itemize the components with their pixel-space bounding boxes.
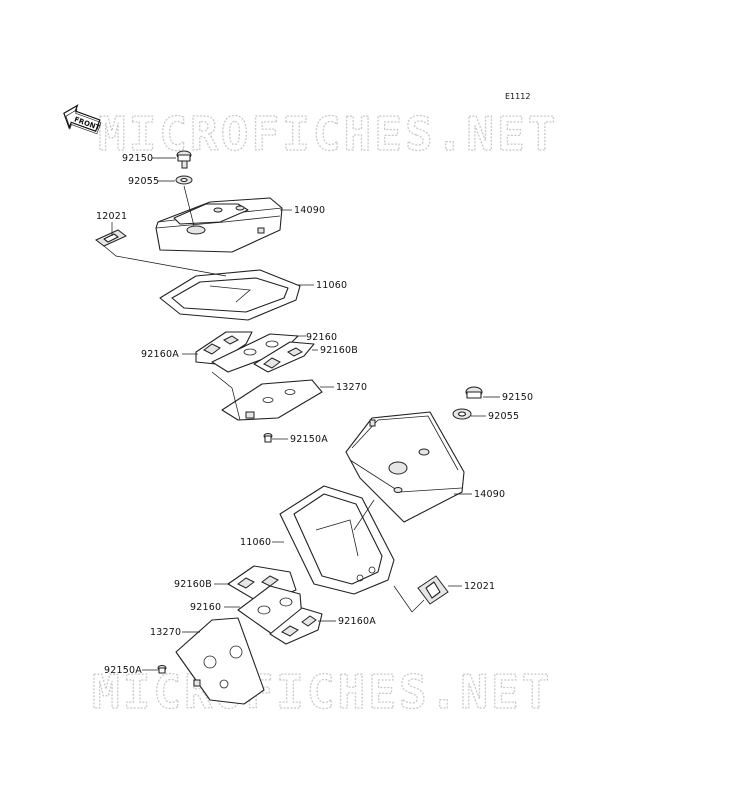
label-92150-right: 92150 (502, 392, 533, 403)
label-13270-bottom: 13270 (150, 627, 181, 638)
seal-92160B-top (253, 341, 315, 373)
label-92150A-top: 92150A (290, 434, 328, 445)
cover-14090-right (345, 411, 465, 523)
gasket-11060-bottom (279, 485, 395, 595)
plate-13270-top (221, 379, 323, 421)
cover-14090-top (155, 197, 283, 253)
grommet-12021-bottom (417, 575, 449, 605)
label-14090-top: 14090 (294, 205, 325, 216)
label-92160A-bottom: 92160A (338, 616, 376, 627)
label-13270-top: 13270 (336, 382, 367, 393)
label-92150A-bottom: 92150A (104, 665, 142, 676)
label-11060-bottom: 11060 (240, 537, 271, 548)
label-92055-top: 92055 (128, 176, 159, 187)
bolt-92150A-bottom (157, 665, 167, 674)
bolt-92150A-top (263, 433, 273, 443)
front-arrow-icon: FRONT (63, 104, 102, 135)
leader-lines (103, 157, 500, 671)
bolt-92150-right (465, 386, 483, 399)
label-92160-top: 92160 (306, 332, 337, 343)
label-92055-right: 92055 (488, 411, 519, 422)
washer-92055-right (452, 408, 472, 420)
label-14090-right: 14090 (474, 489, 505, 500)
label-92160B-top: 92160B (320, 345, 358, 356)
watermark-top: MICROFICHES.NET (98, 107, 558, 161)
label-12021-bottom: 12021 (464, 581, 495, 592)
diagram-code: E1112 (505, 92, 530, 101)
label-11060-top: 11060 (316, 280, 347, 291)
grommet-12021-top (95, 229, 127, 247)
gasket-11060-top (159, 269, 301, 321)
washer-92055-top (175, 175, 193, 185)
seal-92160A-top (195, 331, 253, 365)
label-92160B-bottom: 92160B (174, 579, 212, 590)
label-92160-bottom: 92160 (190, 602, 221, 613)
bolt-92150-top (176, 150, 192, 169)
plate-13270-bottom (175, 617, 265, 705)
seal-92160A-bottom (269, 607, 323, 645)
label-92150-top: 92150 (122, 153, 153, 164)
label-12021-top: 12021 (96, 211, 127, 222)
watermark-bottom: MICROFICHES.NET (92, 665, 552, 719)
label-92160A-top: 92160A (141, 349, 179, 360)
